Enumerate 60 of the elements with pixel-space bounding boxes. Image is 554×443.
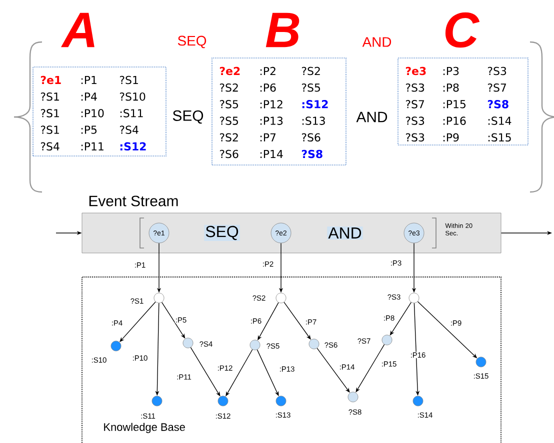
triple-term: :P12 — [260, 100, 282, 108]
pattern-letter: C — [445, 12, 480, 48]
pattern-letter: B — [266, 12, 300, 48]
arrow — [226, 349, 253, 396]
triple-term: ?S4 — [120, 126, 138, 134]
triple-term: ?e1 — [40, 76, 61, 84]
triple-term: ?S8 — [302, 150, 322, 158]
triple-term: ?S1 — [41, 109, 59, 118]
triple-term: :P10 — [82, 109, 104, 118]
triple-term: :P13 — [260, 116, 283, 125]
triple-term: :P4 — [82, 92, 97, 101]
triple-term: :P6 — [260, 83, 276, 92]
triple-term: ?S7 — [488, 83, 506, 92]
operator-text: AND — [356, 112, 388, 122]
triple-term: ?S4 — [41, 142, 60, 151]
band-title: Event Stream — [89, 196, 178, 206]
triple-term: :S15 — [488, 133, 511, 142]
triple-term: ?e2 — [220, 66, 240, 76]
triple-term: ?S2 — [302, 66, 320, 76]
triple-term: ?S6 — [302, 133, 320, 142]
triple-term: ?S5 — [302, 83, 320, 92]
triple-term: ?e3 — [406, 66, 426, 76]
triple-term: ?S8 — [488, 100, 508, 108]
triple-term: :P2 — [260, 66, 276, 76]
triple-term: :P14 — [260, 150, 283, 158]
triple-term: ?S2 — [220, 83, 238, 92]
triple-term: ?S1 — [41, 92, 59, 101]
triple-term: ?S3 — [488, 66, 506, 76]
operator-text: SEQ — [204, 224, 240, 242]
operator-text: AND — [327, 226, 363, 240]
triple-term: :P7 — [260, 133, 276, 142]
triple-term: :S13 — [302, 116, 325, 125]
triple-term: ?S1 — [41, 126, 59, 134]
triple-term: :S12 — [302, 100, 328, 108]
operator-text: SEQ — [172, 110, 204, 124]
triple-term: :P16 — [443, 116, 466, 125]
triple-term: :P3 — [443, 66, 459, 76]
pattern-letter: A — [61, 12, 94, 48]
triple-term: ?S6 — [220, 150, 238, 158]
triple-term: :P15 — [443, 100, 466, 108]
triple-term: ?S1 — [120, 76, 138, 84]
triple-term: :P8 — [443, 83, 459, 92]
triple-term: ?S5 — [220, 100, 238, 108]
triple-term: :P9 — [443, 133, 459, 142]
triple-term: ?S3 — [406, 83, 424, 92]
operator-text: SEQ — [178, 36, 206, 48]
triple-term: :P1 — [82, 76, 96, 84]
triple-term: ?S5 — [220, 116, 238, 125]
frame-title: Knowledge Base — [104, 422, 185, 434]
triple-term: :P11 — [82, 142, 104, 150]
triple-term: :S14 — [488, 116, 512, 125]
triple-term: :S12 — [120, 142, 146, 151]
triple-term: :S11 — [120, 109, 143, 118]
triple-term: ?S2 — [220, 133, 238, 142]
triple-term: ?S3 — [406, 116, 424, 125]
operator-text: AND — [362, 37, 392, 47]
triple-term: ?S3 — [406, 133, 424, 142]
triple-term: ?S10 — [120, 92, 146, 101]
triple-term: :P5 — [82, 126, 97, 134]
triple-term: ?S7 — [406, 100, 424, 108]
